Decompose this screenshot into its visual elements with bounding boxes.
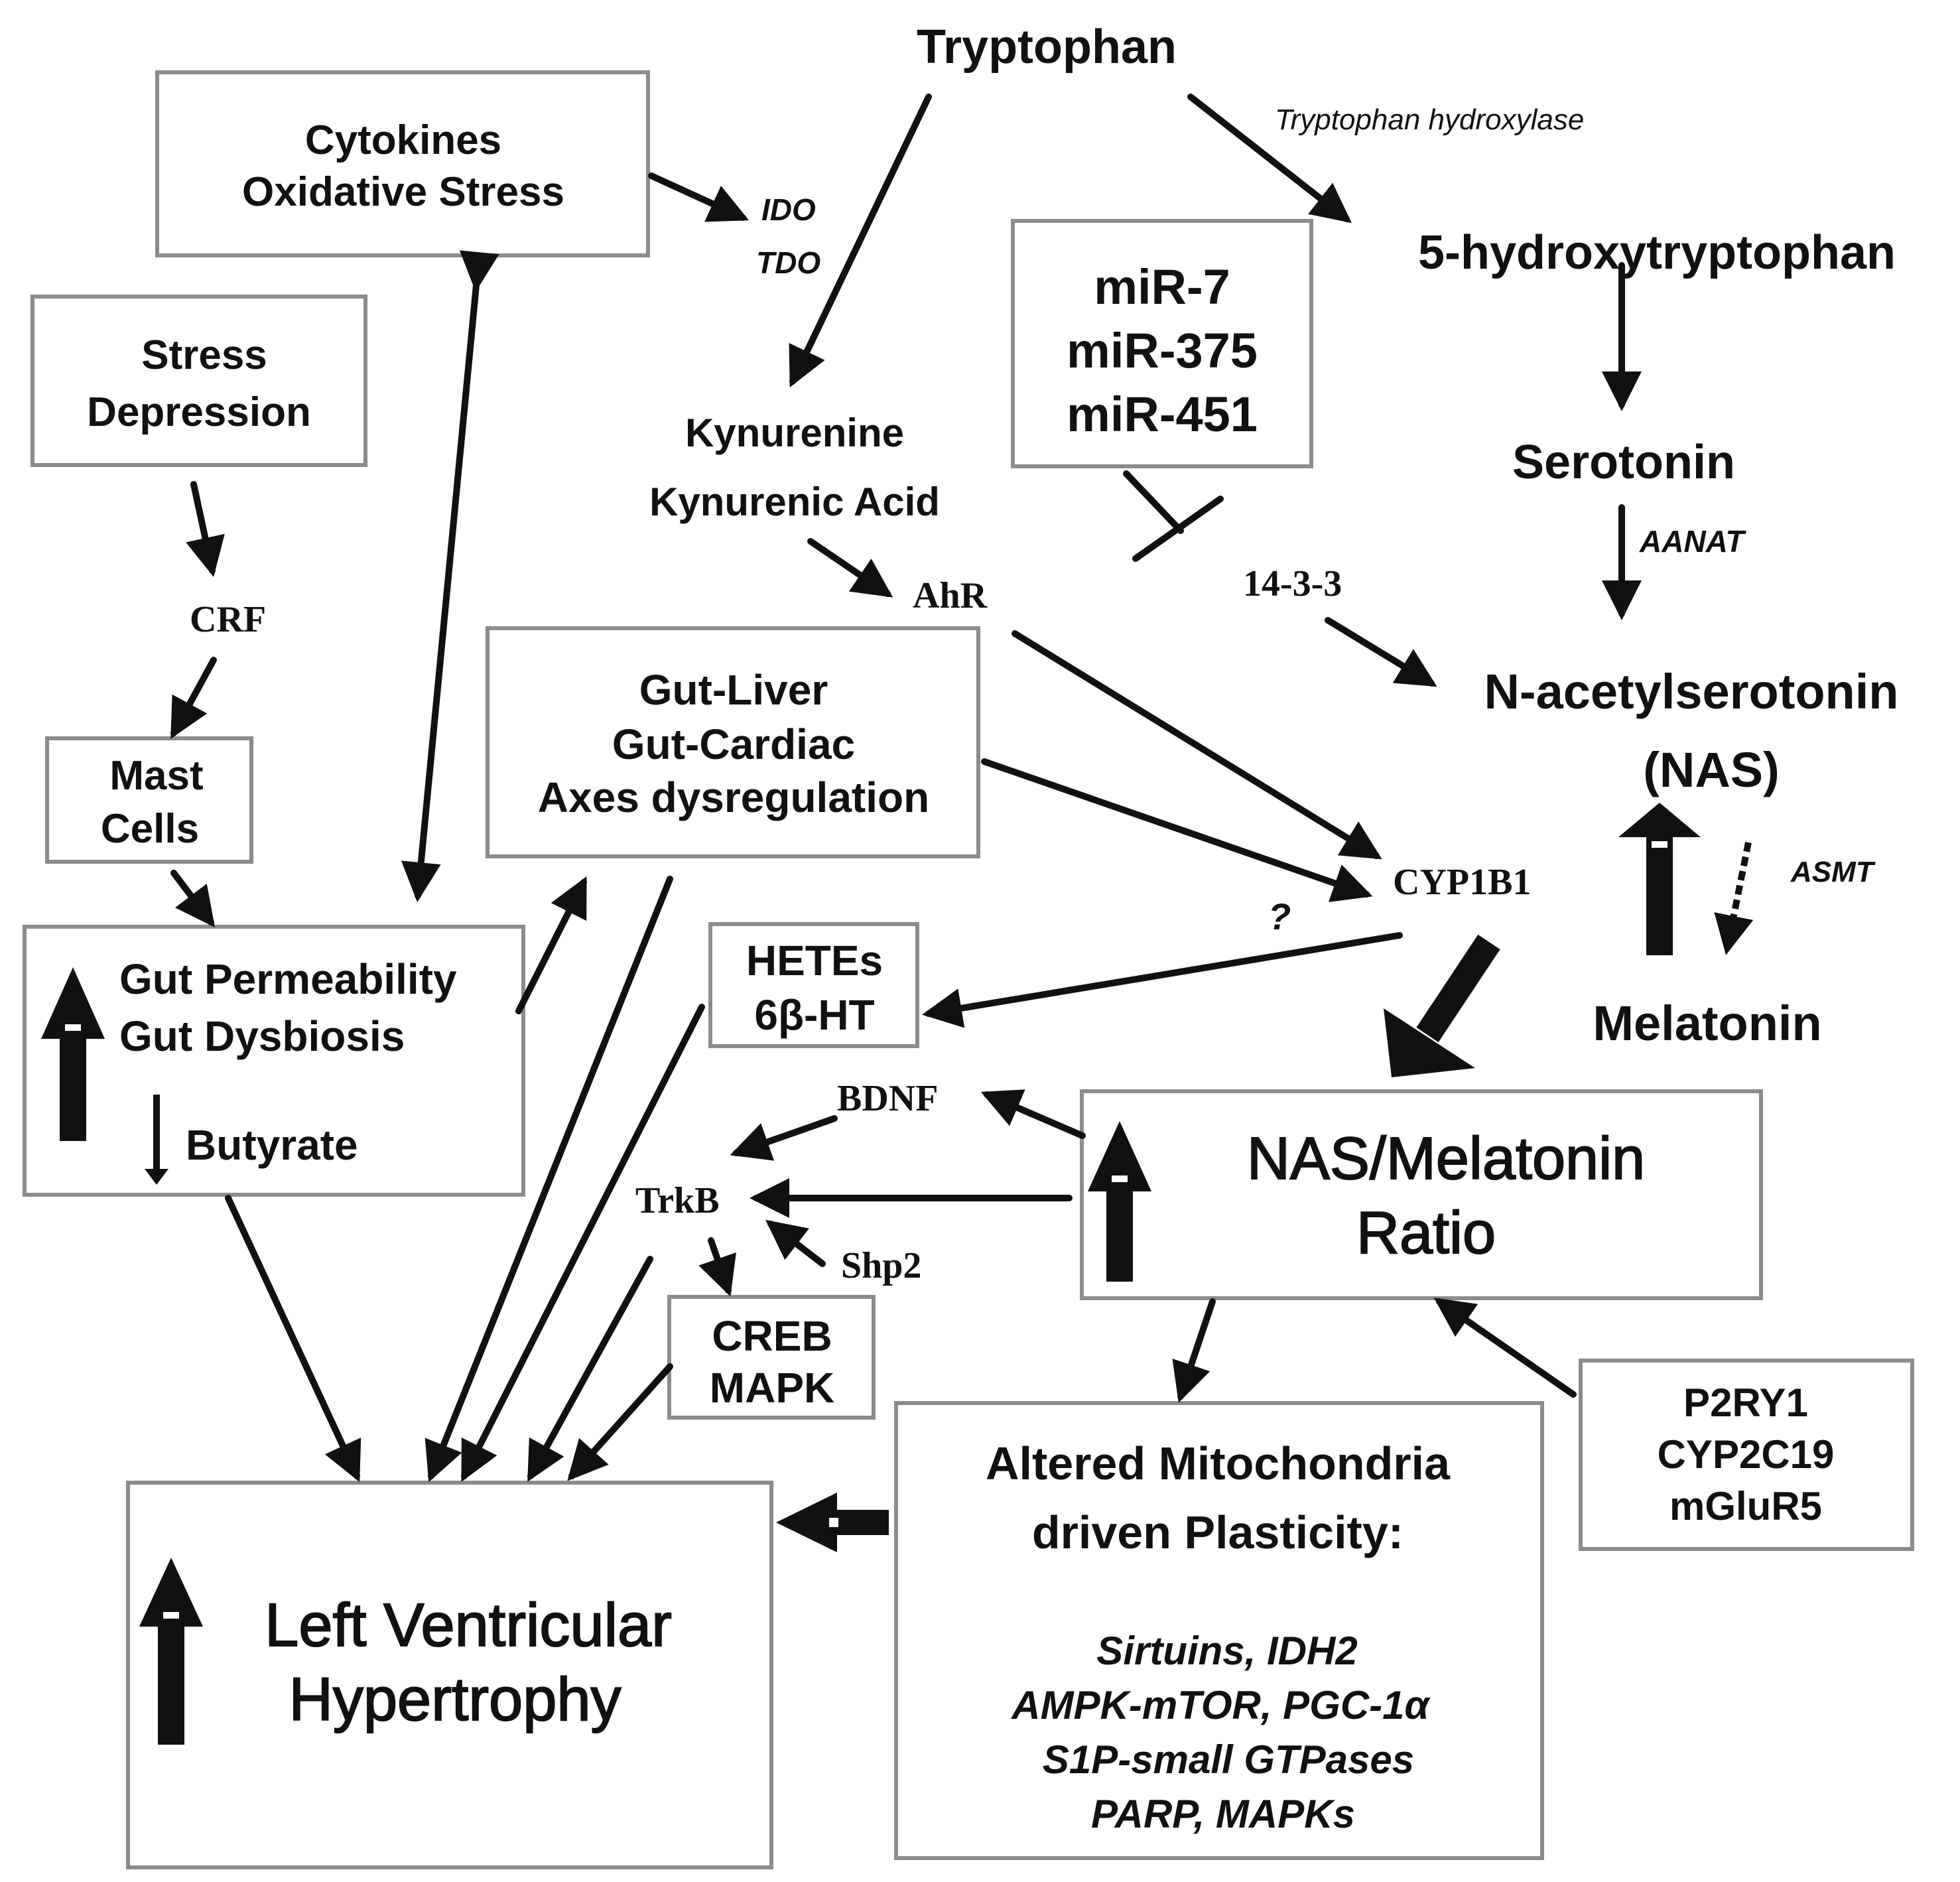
cyp2c19-label: CYP2C19 — [1657, 1432, 1835, 1477]
gut-permeability-box — [23, 925, 525, 1197]
stress-label-line2: Depression — [87, 389, 311, 435]
arrow-nas-melatonin-dashed — [1714, 842, 1754, 955]
arrow-cytokines-ido — [648, 172, 750, 222]
cyp1b1-label: CYP1B1 — [1393, 862, 1532, 903]
creb-label-line1: CREB — [712, 1312, 832, 1360]
crf-label: CRF — [190, 599, 267, 640]
arrow-tryptophan-kynurenine — [789, 94, 932, 388]
lvh-label-line1: Left Ventricular — [264, 1591, 673, 1660]
mast-cells-box — [45, 736, 253, 864]
p2ry1-label: P2RY1 — [1683, 1380, 1808, 1425]
cytokines-box — [155, 70, 650, 257]
arrow-ahr-cyp1b1 — [1012, 630, 1382, 860]
up-arrow-gut — [41, 967, 105, 1141]
inhibition-mirna-1433 — [1123, 470, 1184, 534]
gutperm-label-line1: Gut Permeability — [119, 955, 457, 1003]
butyrate-label: Butyrate — [186, 1121, 358, 1169]
arrow-gutliver-cyp1b1 — [981, 758, 1373, 902]
arrow-gut-gutliver — [515, 876, 587, 1014]
arrow-crf-mast — [170, 657, 217, 739]
up-arrow-lvh — [139, 1558, 203, 1745]
stress-label-line1: Stress — [141, 332, 267, 378]
kynurenine-label-line1: Kynurenine — [685, 411, 905, 455]
arrow-kynurenine-ahr — [807, 538, 893, 598]
gutliver-label-line3: Axes dysregulation — [537, 773, 930, 821]
arrow-ratio-bdnf — [980, 1089, 1086, 1139]
arrow-p2ry1-ratio — [1433, 1298, 1577, 1398]
mito-item-parp: PARP, MAPKs — [1091, 1792, 1355, 1836]
stress-box — [31, 295, 367, 467]
gutliver-label-line2: Gut-Cardiac — [612, 720, 856, 768]
melatonin-label: Melatonin — [1593, 996, 1822, 1051]
mito-title-line2: driven Plasticity: — [1031, 1507, 1404, 1558]
creb-label-line2: MAPK — [709, 1364, 835, 1412]
mir451-label: miR-451 — [1067, 387, 1258, 442]
mito-item-s1p: S1P-small GTPases — [1042, 1737, 1415, 1782]
lvh-label-line2: Hypertrophy — [288, 1665, 621, 1734]
mir375-label: miR-375 — [1067, 323, 1258, 378]
hetes-label-line1: HETEs — [746, 937, 883, 984]
ratio-label-line2: Ratio — [1356, 1199, 1496, 1267]
arrow-shp2-trkb — [765, 1219, 826, 1267]
serotonin-label: Serotonin — [1512, 436, 1735, 489]
hetes-label-line2: 6β-HT — [754, 991, 875, 1039]
thick-arrow-cyp1b1-ratio — [1384, 934, 1500, 1077]
shp2-label: Shp2 — [841, 1245, 922, 1286]
gutliver-label-line1: Gut-Liver — [639, 666, 828, 714]
nas-label-line2: (NAS) — [1643, 742, 1780, 797]
arrow-gutliver-lvh — [425, 876, 673, 1483]
mast-label-line2: Cells — [100, 806, 200, 852]
mito-item-sirtuins: Sirtuins, IDH2 — [1096, 1629, 1358, 1673]
asmt-label: ASMT — [1791, 856, 1874, 888]
arrow-ratio-mito — [1172, 1298, 1216, 1403]
5-hydroxytryptophan-label: 5-hydroxytryptophan — [1417, 226, 1896, 279]
arrow-mast-gut — [170, 870, 216, 927]
tdo-label: TDO — [756, 245, 821, 280]
inhibition-bar — [1132, 496, 1224, 562]
trkb-label: TrkB — [635, 1180, 720, 1221]
gutperm-label-line2: Gut Dysbiosis — [119, 1012, 405, 1060]
ratio-label-line1: NAS/Melatonin — [1246, 1125, 1646, 1193]
arrow-tryptophan-5htp — [1187, 94, 1352, 224]
14-3-3-label: 14-3-3 — [1243, 563, 1342, 604]
mito-title-line1: Altered Mitochondria — [985, 1438, 1451, 1489]
arrow-hetes-lvh — [461, 1004, 705, 1482]
mito-item-ampk: AMPK-mTOR, PGC-1α — [1012, 1683, 1429, 1727]
bdnf-label: BDNF — [837, 1078, 939, 1119]
lvh-box — [126, 1481, 773, 1869]
arrow-trkb-creb — [698, 1237, 736, 1297]
arrow-1433-nas — [1325, 617, 1437, 687]
cytokines-label-line1: Cytokines — [304, 117, 502, 163]
question-label: ? — [1268, 896, 1291, 937]
nas-melatonin-ratio-box — [1080, 1089, 1763, 1300]
thick-arrow-mito-lvh — [776, 1493, 889, 1552]
arrow-bdnf-trkb — [730, 1115, 838, 1161]
p2ry1-box — [1579, 1359, 1914, 1551]
up-arrow-ratio — [1088, 1121, 1151, 1282]
nas-label-line1: N-acetylserotonin — [1484, 664, 1899, 719]
mirna-box — [1011, 219, 1313, 468]
arrow-cytokines-gut-bidirectional — [401, 250, 499, 902]
cytokines-label-line2: Oxidative Stress — [242, 169, 564, 215]
arrow-stress-crf — [186, 481, 225, 577]
arrow-trkb-lvh — [527, 1256, 653, 1482]
kynurenine-label-line2: Kynurenic Acid — [649, 480, 940, 524]
thick-arrow-melatonin-nas — [1618, 803, 1701, 955]
ahr-label: AhR — [913, 575, 988, 616]
mglur5-label: mGluR5 — [1669, 1484, 1823, 1528]
down-arrow-butyrate — [145, 1095, 168, 1185]
hetes-box — [708, 922, 919, 1048]
arrow-cyp1b1-hetes — [922, 932, 1403, 1028]
mast-label-line1: Mast — [109, 753, 204, 799]
ido-label: IDO — [761, 192, 816, 227]
creb-box — [667, 1295, 876, 1420]
arrow-gut-lvh — [225, 1195, 361, 1483]
mitochondria-box — [894, 1401, 1544, 1860]
arrow-creb-lvh — [567, 1363, 673, 1481]
mir7-label: miR-7 — [1094, 259, 1230, 314]
tryptophan-label: Tryptophan — [917, 21, 1177, 74]
aanat-label: AANAT — [1640, 524, 1744, 559]
tryptophan-hydroxylase-label: Tryptophan hydroxylase — [1275, 103, 1585, 136]
